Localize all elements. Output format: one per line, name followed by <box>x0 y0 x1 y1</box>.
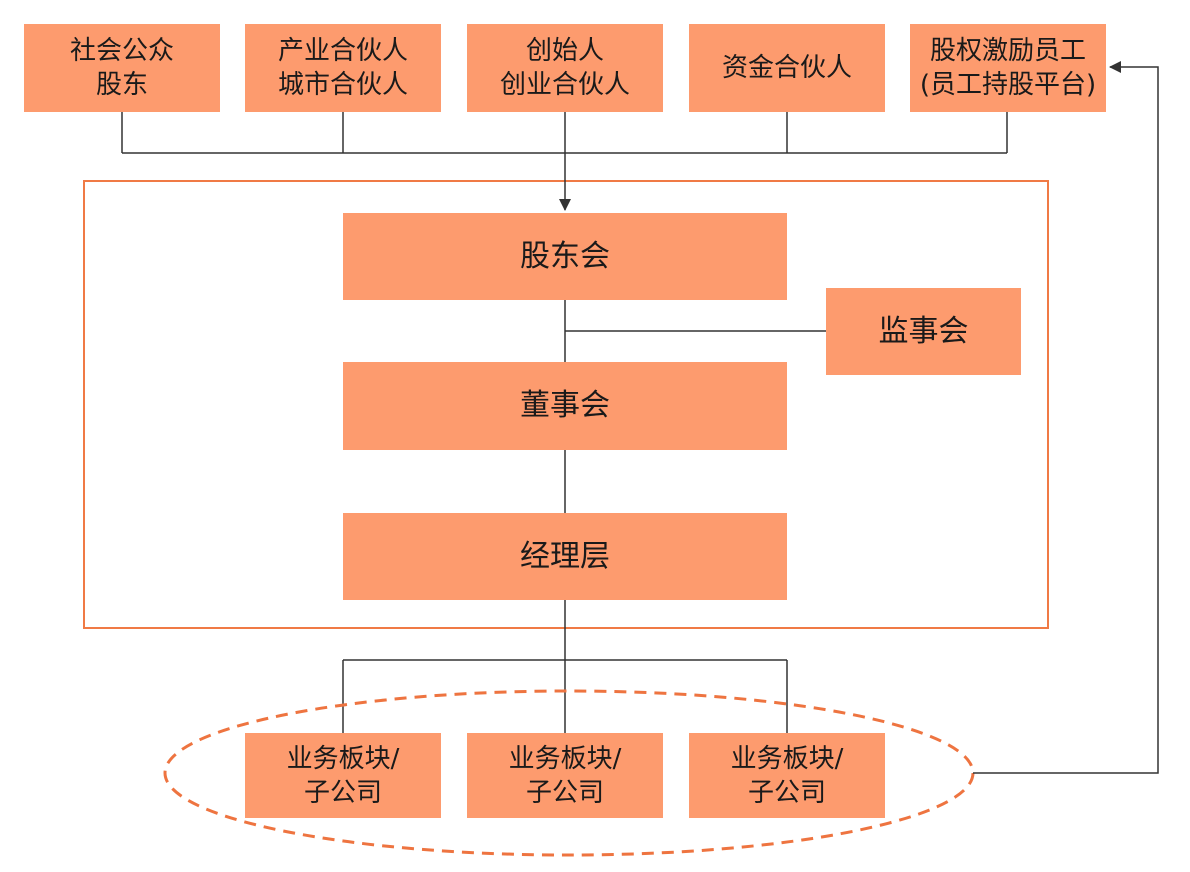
shareholders-meeting-label: 股东会 <box>520 238 610 274</box>
subsidiary-3-line-1: 业务板块/ <box>730 743 844 774</box>
subsidiary-box-3: 业务板块/ 子公司 <box>689 733 885 818</box>
subsidiary-2-line-1: 业务板块/ <box>508 743 622 774</box>
shareholder-capital-box: 资金合伙人 <box>689 24 885 112</box>
subsidiary-box-2: 业务板块/ 子公司 <box>467 733 663 818</box>
management-label: 经理层 <box>520 538 610 574</box>
governance-spine <box>342 300 826 733</box>
shareholders-meeting-box: 股东会 <box>343 213 787 300</box>
shareholder-public-line-1: 社会公众 <box>69 36 174 66</box>
subsidiary-box-1: 业务板块/ 子公司 <box>245 733 441 818</box>
shareholder-industry-line-2: 城市合伙人 <box>277 70 408 100</box>
subsidiary-1-line-1: 业务板块/ <box>286 743 400 774</box>
management-box: 经理层 <box>343 513 787 600</box>
shareholder-esop-line-1: 股权激励员工 <box>929 36 1086 66</box>
shareholder-public-box: 社会公众 股东 <box>24 24 220 112</box>
shareholder-industry-line-1: 产业合伙人 <box>277 36 408 66</box>
shareholder-esop-line-2: (员工持股平台) <box>919 70 1097 100</box>
governance-frame <box>83 180 1049 629</box>
shareholder-founder-box: 创始人 创业合伙人 <box>467 24 663 112</box>
board-of-directors-box: 董事会 <box>343 362 787 450</box>
subsidiary-3-line-2: 子公司 <box>747 777 826 808</box>
supervisory-board-box: 监事会 <box>826 288 1021 375</box>
subsidiary-1-line-2: 子公司 <box>303 777 382 808</box>
shareholder-industry-city-box: 产业合伙人 城市合伙人 <box>245 24 441 112</box>
subsidiary-2-line-2: 子公司 <box>525 777 604 808</box>
shareholder-founder-line-2: 创业合伙人 <box>499 70 630 100</box>
feedback-arrow <box>973 61 1159 774</box>
supervisory-board-label: 监事会 <box>878 313 969 349</box>
shareholder-bus <box>121 112 1008 211</box>
board-of-directors-label: 董事会 <box>520 388 610 423</box>
shareholder-founder-line-1: 创始人 <box>525 36 604 66</box>
shareholder-capital-line-1: 资金合伙人 <box>721 53 852 83</box>
shareholder-public-line-2: 股东 <box>95 70 148 100</box>
shareholder-esop-box: 股权激励员工 (员工持股平台) <box>910 24 1106 112</box>
